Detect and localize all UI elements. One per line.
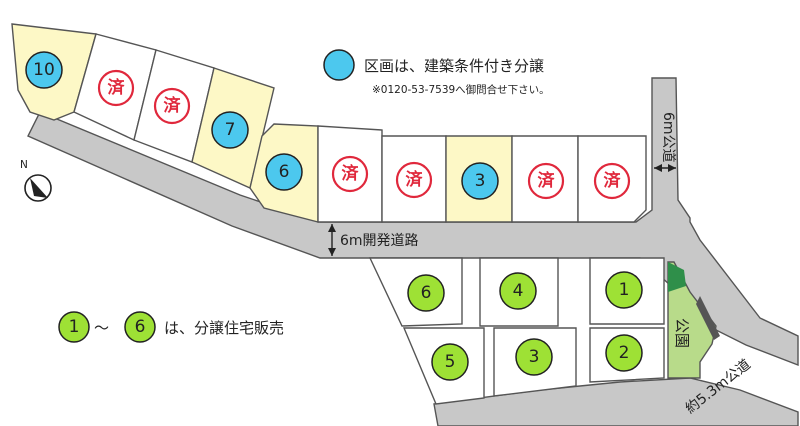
lot-marker: 6 [265, 153, 303, 191]
legend-blue-text: 区画は、建築条件付き分譲 [364, 57, 544, 75]
svg-text:済: 済 [108, 77, 126, 98]
lot-marker: 1 [605, 271, 643, 309]
lot-marker: 3 [461, 162, 499, 200]
svg-text:6: 6 [279, 162, 290, 182]
lot-marker: 済 [527, 162, 565, 200]
main-road-label: 6m開発道路 [340, 233, 419, 249]
svg-text:7: 7 [225, 120, 236, 140]
legend-for-sale: 1 ～ 6 は、分譲住宅販売 [58, 311, 284, 343]
lot-marker: 済 [97, 69, 135, 107]
svg-text:3: 3 [475, 171, 486, 191]
lot-marker: 済 [593, 162, 631, 200]
compass: N [20, 159, 52, 202]
svg-text:2: 2 [619, 343, 630, 363]
lot-marker: 済 [331, 155, 369, 193]
svg-text:済: 済 [164, 95, 182, 116]
dimension-markers [328, 164, 676, 256]
lot-marker: 6 [407, 274, 445, 312]
lot-marker: 済 [153, 87, 191, 125]
legend-green-sep: ～ [94, 319, 109, 337]
bottom-diagonal-road [433, 377, 799, 426]
lot-marker: 2 [605, 334, 643, 372]
park-wall [696, 296, 720, 340]
compass-label: N [20, 159, 28, 171]
legend-conditional: 区画は、建築条件付き分譲 ※0120-53-7539へ御問合せ下さい。 [323, 49, 550, 96]
svg-text:5: 5 [445, 352, 456, 372]
top-lot-markers: 10 済 済 7 6 済 済 3 [25, 51, 631, 200]
lot-marker: 済 [395, 161, 433, 199]
lot-marker: 4 [499, 272, 537, 310]
svg-text:済: 済 [342, 163, 360, 184]
legend-contact-text: ※0120-53-7539へ御問合せ下さい。 [372, 83, 550, 96]
legend-blue-circle [323, 49, 355, 81]
legend-green-to: 6 [135, 317, 146, 337]
bottom-lot-markers: 6 4 1 5 3 2 [407, 271, 643, 381]
svg-text:10: 10 [33, 60, 55, 80]
vertical-road-label: 6m公道 [660, 112, 676, 163]
legend-green-text: は、分譲住宅販売 [164, 319, 284, 337]
svg-text:4: 4 [513, 281, 524, 301]
lot-marker: 10 [25, 51, 63, 89]
park-label: 公園 [673, 318, 691, 348]
svg-text:済: 済 [538, 170, 556, 191]
svg-text:6: 6 [421, 283, 432, 303]
svg-text:済: 済 [406, 169, 424, 190]
lot-marker: 7 [211, 111, 249, 149]
compass-arrow-icon [30, 178, 48, 198]
top-lots [11, 23, 647, 223]
svg-text:1: 1 [619, 280, 630, 300]
svg-text:済: 済 [604, 170, 622, 191]
legend-green-from: 1 [69, 317, 80, 337]
park-green-strip [668, 262, 686, 292]
svg-text:3: 3 [529, 347, 540, 367]
lot-marker: 3 [515, 338, 553, 376]
lot-marker: 5 [431, 343, 469, 381]
